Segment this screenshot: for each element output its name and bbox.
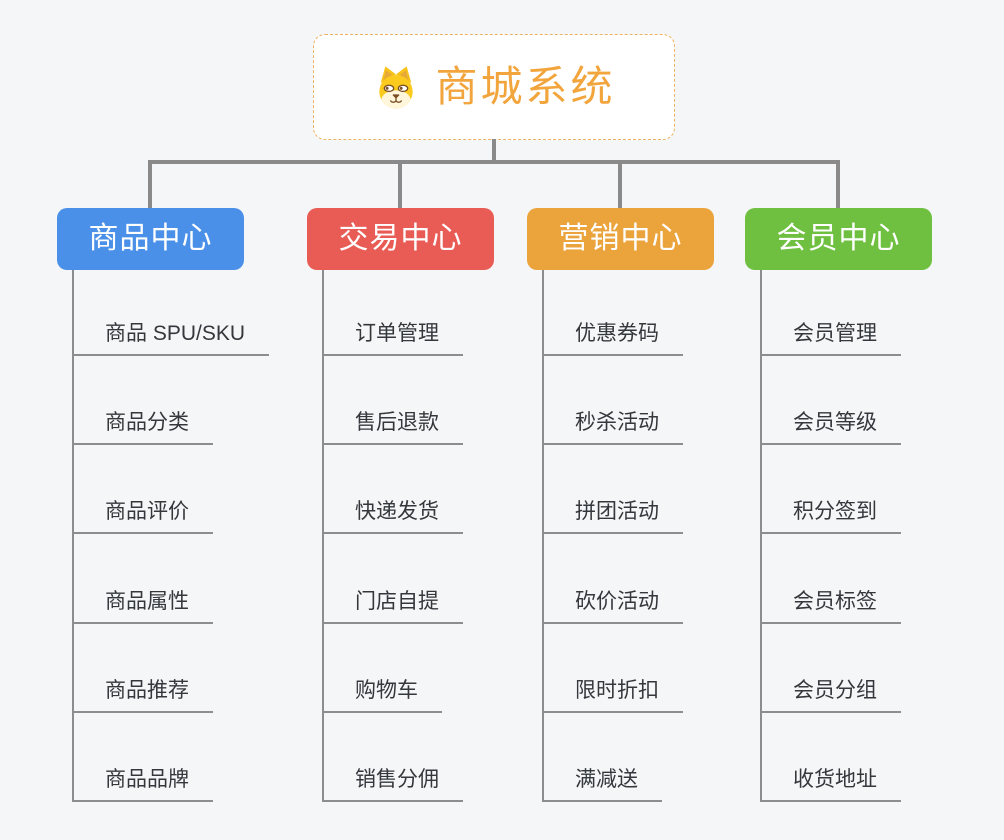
subtopic[interactable]: 积分签到 xyxy=(760,498,901,534)
branch-children-members: 会员管理 会员等级 积分签到 会员标签 会员分组 收货地址 xyxy=(760,270,1004,805)
branch-label: 商品中心 xyxy=(88,222,213,255)
shiba-dog-icon xyxy=(379,66,414,109)
connector-horizontal xyxy=(148,160,840,164)
branch-label: 营销中心 xyxy=(558,222,683,255)
subtopic[interactable]: 商品属性 xyxy=(72,588,213,624)
subtopic[interactable]: 商品推荐 xyxy=(72,677,213,713)
root-topic[interactable]: 商城系统 xyxy=(313,34,675,140)
subtopic[interactable]: 门店自提 xyxy=(322,588,463,624)
subtopic[interactable]: 订单管理 xyxy=(322,320,463,356)
subtopic[interactable]: 商品评价 xyxy=(72,498,213,534)
branch-topic-marketing[interactable]: 营销中心 xyxy=(527,208,714,270)
subtopic[interactable]: 会员管理 xyxy=(760,320,901,356)
subtopic[interactable]: 销售分佣 xyxy=(322,766,463,802)
branch-topic-members[interactable]: 会员中心 xyxy=(745,208,932,270)
subtopic[interactable]: 商品分类 xyxy=(72,409,213,445)
subtopic[interactable]: 会员分组 xyxy=(760,677,901,713)
subtopic[interactable]: 售后退款 xyxy=(322,409,463,445)
subtopic[interactable]: 秒杀活动 xyxy=(542,409,683,445)
root-title: 商城系统 xyxy=(435,63,616,110)
branch-children-marketing: 优惠券码 秒杀活动 拼团活动 砍价活动 限时折扣 满减送 xyxy=(542,270,792,805)
connector-drop-2 xyxy=(398,160,402,209)
subtopic[interactable]: 砍价活动 xyxy=(542,588,683,624)
subtopic[interactable]: 收货地址 xyxy=(760,766,901,802)
connector-root-stub xyxy=(492,139,496,161)
branch-children-products: 商品 SPU/SKU 商品分类 商品评价 商品属性 商品推荐 商品品牌 xyxy=(72,270,322,805)
branch-topic-products[interactable]: 商品中心 xyxy=(57,208,244,270)
subtopic[interactable]: 拼团活动 xyxy=(542,498,683,534)
branch-children-trade: 订单管理 售后退款 快递发货 门店自提 购物车 销售分佣 xyxy=(322,270,572,805)
subtopic[interactable]: 会员等级 xyxy=(760,409,901,445)
branch-label: 交易中心 xyxy=(338,222,463,255)
connector-trunk xyxy=(542,270,544,802)
subtopic[interactable]: 购物车 xyxy=(322,677,442,713)
branch-label: 会员中心 xyxy=(776,222,901,255)
subtopic[interactable]: 限时折扣 xyxy=(542,677,683,713)
subtopic[interactable]: 满减送 xyxy=(542,766,662,802)
subtopic[interactable]: 优惠券码 xyxy=(542,320,683,356)
connector-drop-3 xyxy=(618,160,622,209)
connector-drop-1 xyxy=(148,160,152,209)
subtopic[interactable]: 快递发货 xyxy=(322,498,463,534)
branch-topic-trade[interactable]: 交易中心 xyxy=(307,208,494,270)
subtopic[interactable]: 商品品牌 xyxy=(72,766,213,802)
subtopic[interactable]: 商品 SPU/SKU xyxy=(72,320,270,356)
connector-drop-4 xyxy=(836,160,840,209)
connector-trunk xyxy=(322,270,324,802)
connector-trunk xyxy=(72,270,74,802)
subtopic[interactable]: 会员标签 xyxy=(760,588,901,624)
connector-trunk xyxy=(760,270,762,802)
